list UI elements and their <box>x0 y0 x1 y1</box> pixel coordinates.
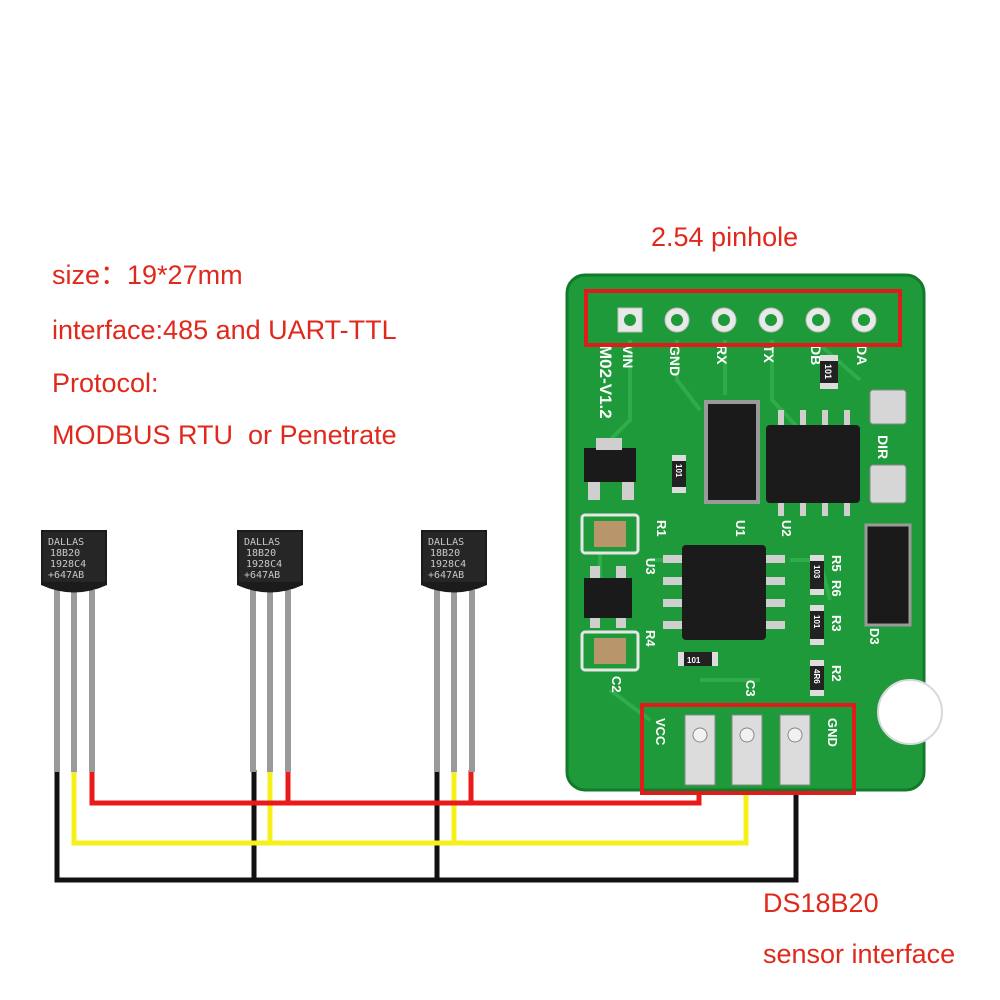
resistor-code: 101 <box>674 464 683 478</box>
silk-label-c3: C3 <box>743 680 758 697</box>
resistor-code: 4R6 <box>812 669 821 684</box>
terminal-label-gnd: GND <box>825 718 840 747</box>
resistor-code: 101 <box>812 615 821 629</box>
silk-label-d3: D3 <box>867 628 882 645</box>
sensor-marking-line: 18B20 <box>50 548 80 559</box>
smd-pad <box>869 389 907 425</box>
ic-u2 <box>663 545 785 640</box>
smd-resistor: 101 <box>672 455 686 493</box>
pin-label-gnd: GND <box>667 345 683 376</box>
resistor-code: 101 <box>823 364 833 379</box>
terminal-label-vcc: VCC <box>653 718 668 746</box>
smd-resistor: 103 <box>810 555 824 595</box>
sensor-marking-line: 1928C4 <box>50 559 86 570</box>
silk-label-r1: R1 <box>654 520 669 537</box>
resistor-code: 101 <box>687 656 701 665</box>
silk-label-r2: R2 <box>829 665 844 682</box>
ds18b20-sensors: DALLAS 18B20 1928C4 +647AB DALLAS 18B20 … <box>41 530 487 772</box>
capacitor <box>580 630 640 672</box>
sensor-subtitle-annotation: sensor interface <box>763 939 956 969</box>
pcb-board: M02-V1.2 VIN GND RX TX DB DA 101 <box>565 273 943 792</box>
silk-label-c2: C2 <box>609 676 624 693</box>
pinhole-annotation: 2.54 pinhole <box>651 222 799 252</box>
sensor-marking-line: +647AB <box>244 570 280 581</box>
silk-label-u3: U3 <box>643 558 658 575</box>
silk-label-u2: U2 <box>779 520 794 537</box>
smd-resistor: 101 <box>820 355 838 389</box>
sensor-terminals <box>684 714 811 786</box>
sensor-1-marking: DALLAS 18B20 1928C4 +647AB <box>48 537 86 581</box>
silk-label-u1: U1 <box>733 520 748 537</box>
ds18b20-sensor <box>41 530 107 772</box>
gnd-wire <box>54 770 799 883</box>
sensor-interface-highlight-box <box>640 703 856 795</box>
silk-label-dir: DIR <box>875 435 891 459</box>
pinhole-highlight-box <box>584 289 902 347</box>
diode-d3 <box>864 523 912 627</box>
interface-spec: interface:485 and UART-TTL <box>52 315 397 345</box>
smd-resistor: 101 <box>810 605 824 645</box>
sensor-3-marking: DALLAS 18B20 1928C4 +647AB <box>428 537 466 581</box>
sensor-marking-line: +647AB <box>428 570 464 581</box>
transistor <box>584 438 636 500</box>
sensor-marking-line: 18B20 <box>430 548 460 559</box>
silk-label-r4: R4 <box>643 630 658 647</box>
silk-label-r3: R3 <box>829 615 844 632</box>
sensor-marking-line: DALLAS <box>48 537 84 548</box>
protocol-value: MODBUS RTU or Penetrate <box>52 420 397 450</box>
smd-resistor: 4R6 <box>810 660 824 696</box>
size-spec: size：19*27mm <box>52 260 243 290</box>
header-pinholes <box>617 307 877 333</box>
mounting-hole <box>877 679 943 745</box>
sensor-marking-line: DALLAS <box>244 537 280 548</box>
board-version: M02-V1.2 <box>596 345 615 419</box>
sensor-marking-line: DALLAS <box>428 537 464 548</box>
pin-label-vin: VIN <box>620 345 636 368</box>
sensor-marking-line: 18B20 <box>246 548 276 559</box>
silk-label-r6: R6 <box>829 580 844 597</box>
ds18b20-sensor <box>421 530 487 772</box>
smd-pad <box>869 464 907 504</box>
sensor-marking-line: 1928C4 <box>246 559 282 570</box>
capacitor <box>580 513 640 555</box>
sensor-marking-line: 1928C4 <box>430 559 466 570</box>
ic-u3 <box>584 566 632 628</box>
silk-label-r5: R5 <box>829 555 844 572</box>
ic-u1 <box>704 400 760 504</box>
pin-label-da: DA <box>854 345 870 365</box>
pin-label-tx: TX <box>761 345 777 364</box>
sensor-marking-line: +647AB <box>48 570 84 581</box>
ds18b20-sensor <box>237 530 303 772</box>
sensor-2-marking: DALLAS 18B20 1928C4 +647AB <box>244 537 282 581</box>
sensor-title-annotation: DS18B20 <box>763 888 879 918</box>
resistor-code: 103 <box>812 565 821 579</box>
data-wire <box>71 770 749 846</box>
smd-resistor: 101 <box>678 652 718 666</box>
ic-soic-top <box>766 410 860 516</box>
protocol-label: Protocol: <box>52 368 159 398</box>
pin-label-rx: RX <box>714 345 730 365</box>
